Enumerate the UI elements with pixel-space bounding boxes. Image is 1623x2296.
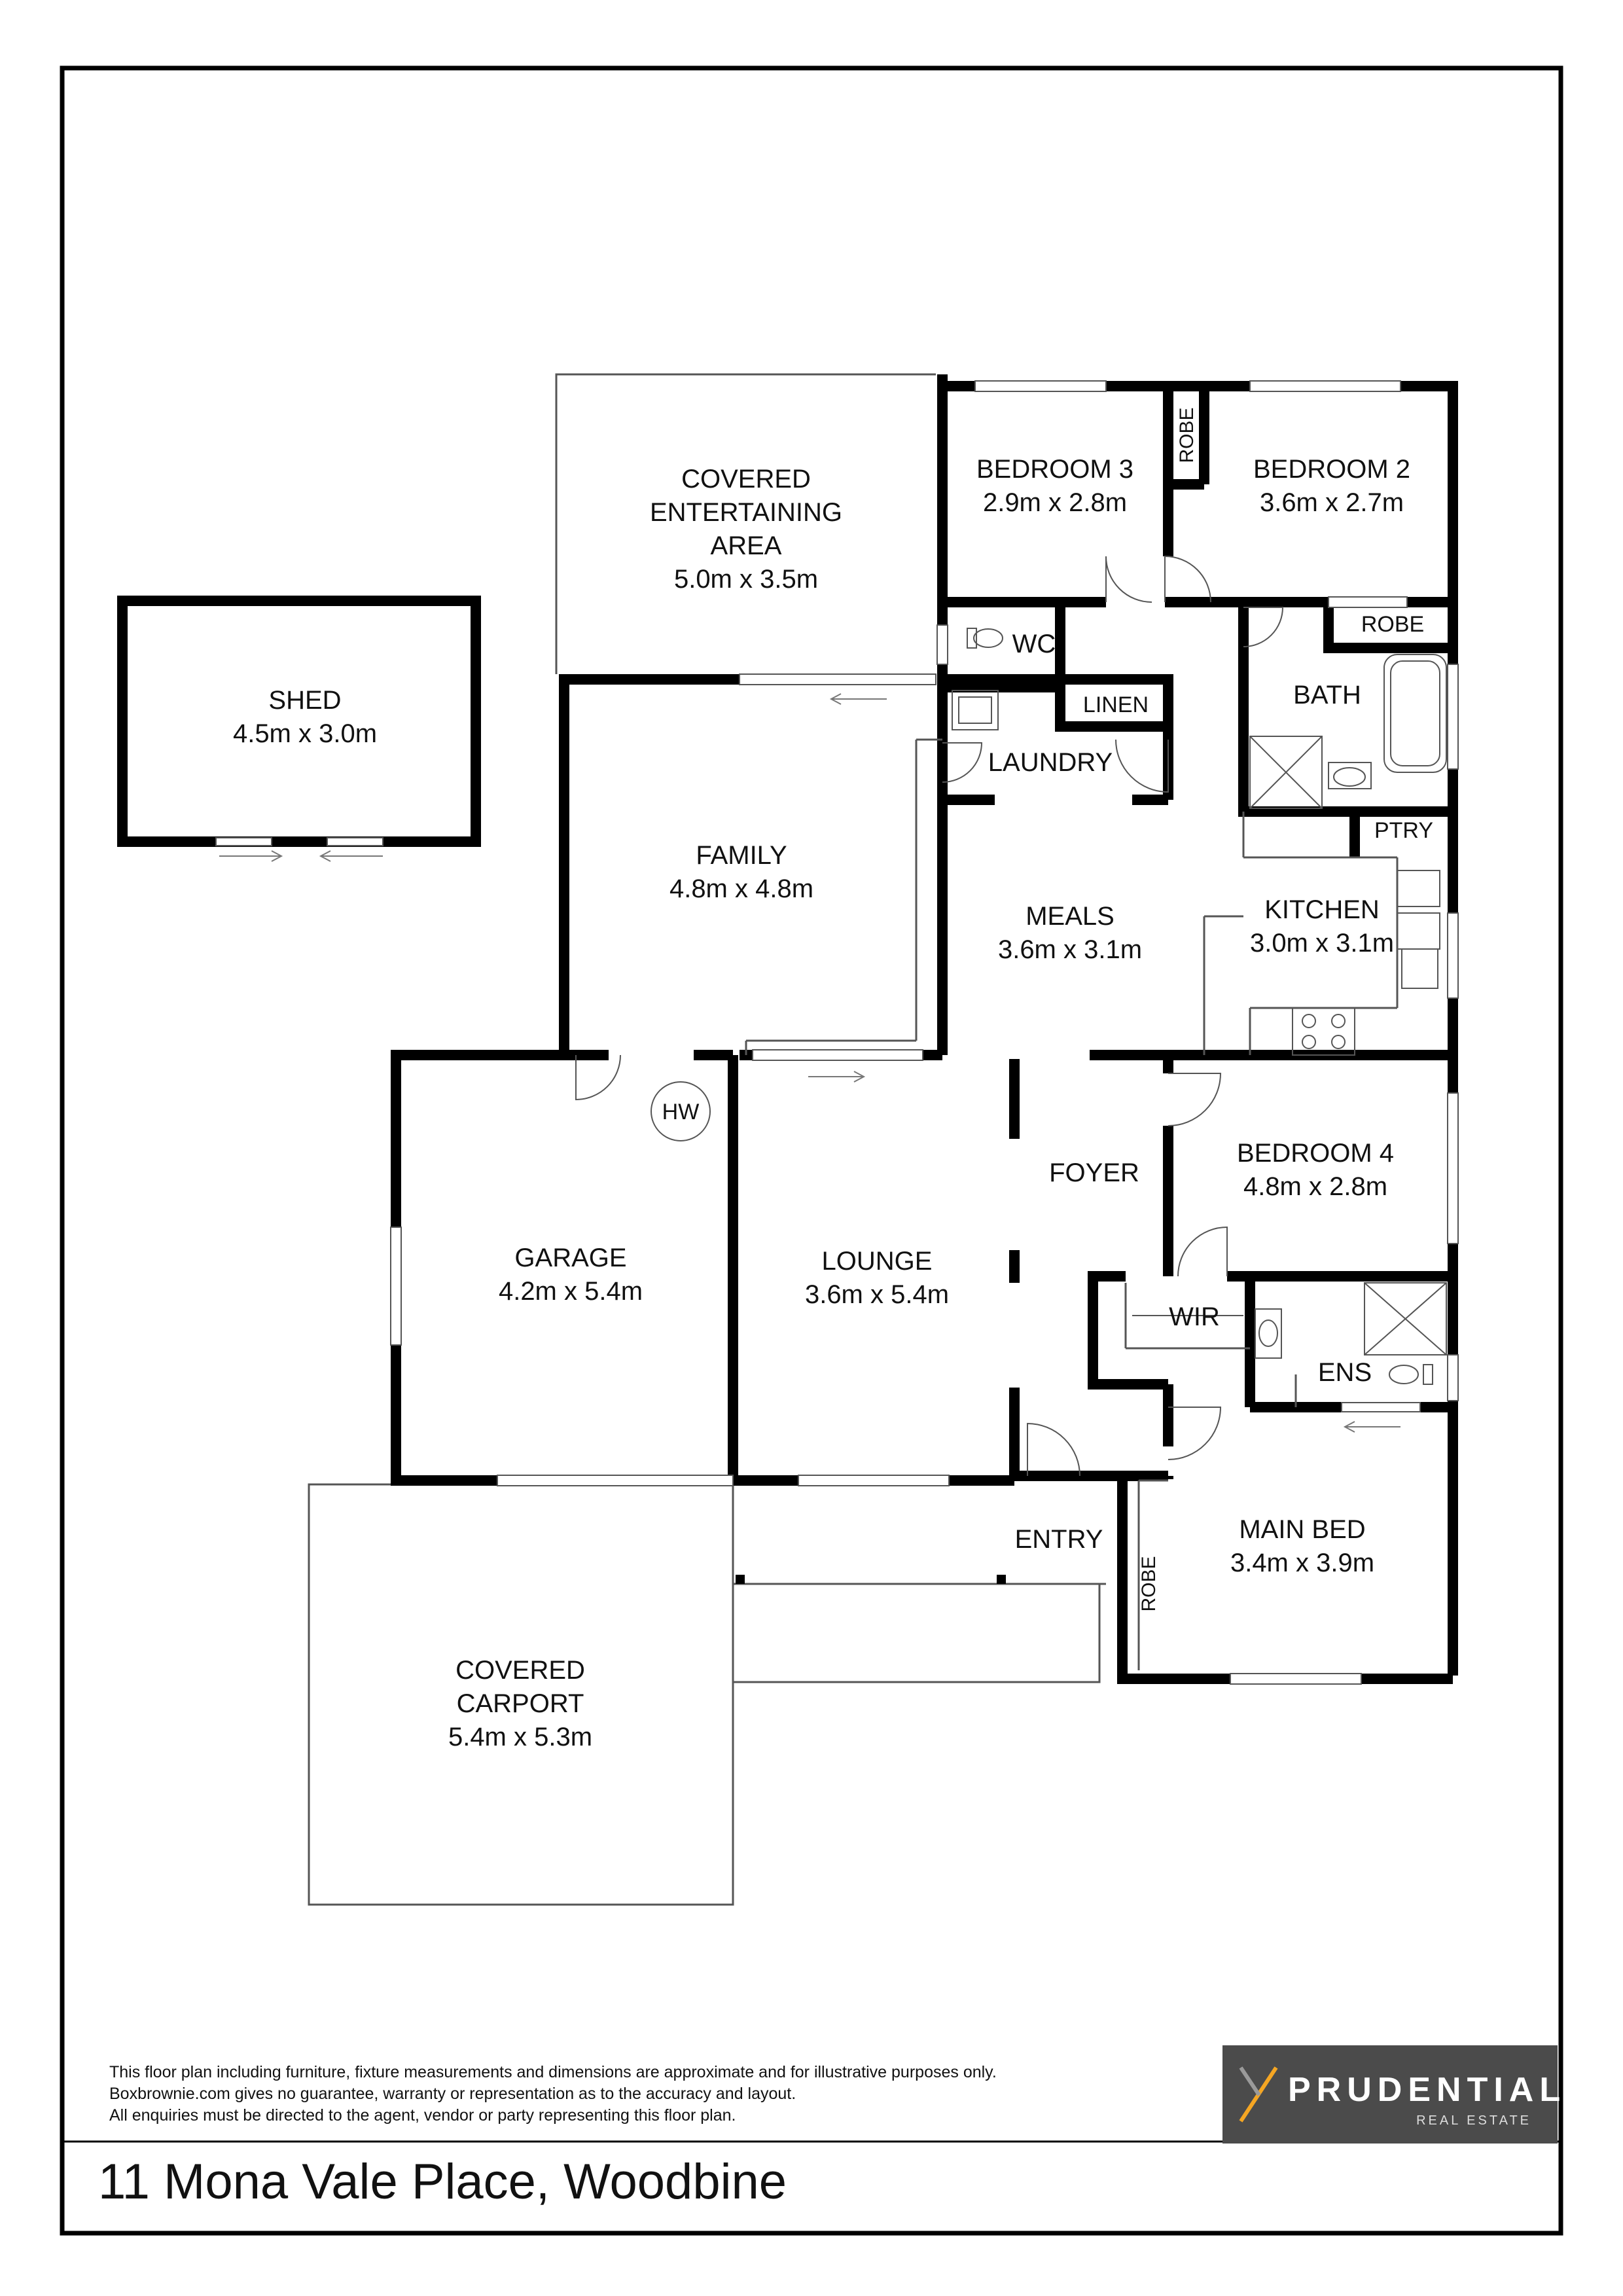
hw-label: HW xyxy=(662,1100,700,1124)
family-dims: 4.8m x 4.8m xyxy=(669,874,813,903)
shed-label: SHED xyxy=(268,686,341,715)
lounge-dims: 3.6m x 5.4m xyxy=(805,1280,949,1309)
covered-entertaining-outline xyxy=(555,373,936,674)
disclaimer-line: All enquiries must be directed to the ag… xyxy=(109,2106,736,2125)
covered-carport-label: CARPORT xyxy=(457,1689,584,1718)
kitchen-label: KITCHEN xyxy=(1264,895,1380,924)
bath-label: BATH xyxy=(1293,681,1361,709)
entry-label: ENTRY xyxy=(1015,1525,1103,1554)
doors xyxy=(575,555,1284,1477)
covered-entertaining-label: COVERED xyxy=(681,465,811,493)
property-address: 11 Mona Vale Place, Woodbine xyxy=(98,2154,787,2210)
hot-water-unit xyxy=(651,1081,711,1141)
bedroom3-dims: 2.9m x 2.8m xyxy=(983,488,1127,517)
ens-label: ENS xyxy=(1318,1358,1372,1387)
shed-dims: 4.5m x 3.0m xyxy=(233,719,377,748)
meals-label: MEALS xyxy=(1026,902,1115,931)
bedroom4-dims: 4.8m x 2.8m xyxy=(1243,1172,1387,1201)
porch-post xyxy=(997,1575,1006,1584)
kitchen-dims: 3.0m x 3.1m xyxy=(1250,929,1394,958)
family-label: FAMILY xyxy=(696,841,787,870)
main-bed-dims: 3.4m x 3.9m xyxy=(1230,1549,1374,1577)
laundry-label: LAUNDRY xyxy=(988,748,1113,777)
disclaimer: This floor plan including furniture, fix… xyxy=(109,2062,1156,2126)
logo-mark-icon xyxy=(1239,2066,1278,2123)
robe-bed3-label: ROBE xyxy=(1176,407,1198,463)
covered-carport-dims: 5.4m x 5.3m xyxy=(448,1723,592,1751)
page-frame xyxy=(60,65,1563,2236)
covered-entertaining-dims: 5.0m x 3.5m xyxy=(674,565,818,594)
garage-dims: 4.2m x 5.4m xyxy=(499,1277,643,1306)
logo-name: PRUDENTIAL xyxy=(1288,2071,1567,2109)
slide-arrows xyxy=(808,693,1400,1433)
bedroom4-label: BEDROOM 4 xyxy=(1237,1139,1394,1168)
robe-bath-label: ROBE xyxy=(1361,612,1424,637)
meals-dims: 3.6m x 3.1m xyxy=(998,935,1142,964)
disclaimer-line: This floor plan including furniture, fix… xyxy=(109,2063,997,2081)
windows xyxy=(390,380,1459,1685)
bedroom2-dims: 3.6m x 2.7m xyxy=(1260,488,1404,517)
covered-carport-label: COVERED xyxy=(455,1656,585,1685)
wir-label: WIR xyxy=(1169,1302,1220,1331)
linen-label: LINEN xyxy=(1083,692,1149,717)
covered-entertaining-label: AREA xyxy=(711,531,782,560)
ptry-label: PTRY xyxy=(1374,818,1433,843)
logo-subtitle: REAL ESTATE xyxy=(1416,2113,1531,2128)
covered-entertaining-label: ENTERTAINING xyxy=(650,498,842,527)
wc-label: WC xyxy=(1012,630,1056,658)
main-bed-label: MAIN BED xyxy=(1239,1515,1365,1544)
foyer-label: FOYER xyxy=(1049,1158,1139,1187)
covered-carport-outline xyxy=(308,1483,1101,1906)
disclaimer-line: Boxbrownie.com gives no guarantee, warra… xyxy=(109,2085,796,2103)
bedroom2-label: BEDROOM 2 xyxy=(1253,455,1410,484)
porch-post xyxy=(736,1575,745,1584)
garage-label: GARAGE xyxy=(514,1244,626,1272)
prudential-logo: PRUDENTIAL REAL ESTATE xyxy=(1222,2045,1560,2144)
lounge-label: LOUNGE xyxy=(822,1247,933,1276)
robe-main-label: ROBE xyxy=(1138,1556,1160,1611)
shed xyxy=(117,596,481,862)
bedroom3-label: BEDROOM 3 xyxy=(976,455,1133,484)
fixtures xyxy=(651,628,1447,1385)
